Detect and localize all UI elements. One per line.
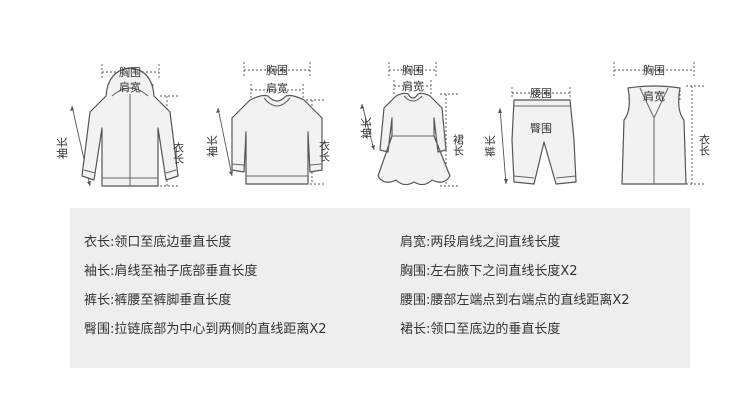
dress-label-length: 裙长 [452, 134, 465, 156]
definition-term: 裙长: [400, 322, 431, 337]
dress-label-shoulder: 肩宽 [402, 79, 424, 93]
definition-desc: 拉链底部为中心到两侧的直线距离X2 [114, 322, 327, 337]
pants-figure: 腰围 臀围 裤长 [483, 87, 577, 185]
definition-row: 裙长:领口至底边的垂直长度 [400, 322, 560, 338]
coat-label-shoulder: 肩宽 [119, 80, 141, 94]
vest-label-shoulder: 肩宽 [643, 89, 665, 103]
pants-label-length: 裤长 [483, 135, 497, 157]
definition-row: 肩宽:两段肩线之间直线长度 [400, 235, 560, 251]
coat-label-chest: 胸围 [119, 65, 141, 79]
definition-desc: 领口至底边的垂直长度 [430, 322, 561, 337]
sweater-label-chest: 胸围 [266, 63, 288, 77]
definition-desc: 裤腰至裤脚垂直长度 [114, 293, 232, 308]
vest-figure: 胸围 肩宽 衣长 [613, 62, 711, 185]
sweater-label-length: 衣长 [318, 139, 331, 162]
dress-label-sleeve: 袖长 [359, 117, 373, 139]
definition-row: 袖长:肩线至袖子底部垂直长度 [84, 264, 257, 280]
sweater-label-sleeve: 袖长 [205, 135, 219, 157]
dress-label-chest: 胸围 [402, 63, 424, 77]
sweater-figure: 胸围 肩宽 袖长 衣长 [205, 62, 331, 185]
definition-row: 腰围:腰部左端点到右端点的直线距离X2 [400, 293, 630, 309]
definition-term: 臀围: [84, 322, 115, 337]
garment-measurement-diagram: 胸围 肩宽 袖长 衣长 胸围 肩宽 袖长 衣长 [55, 62, 711, 187]
definition-term: 肩宽: [400, 235, 431, 250]
vest-label-chest: 胸围 [643, 63, 665, 77]
coat-label-length: 衣长 [172, 141, 185, 164]
definition-term: 衣长: [84, 235, 115, 250]
definition-row: 臀围:拉链底部为中心到两侧的直线距离X2 [84, 322, 327, 338]
pants-label-hip: 臀围 [530, 122, 552, 135]
definition-term: 胸围: [400, 264, 431, 279]
definition-term: 腰围: [400, 293, 431, 308]
definition-row: 裤长:裤腰至裤脚垂直长度 [84, 293, 231, 309]
coat-label-sleeve: 袖长 [55, 137, 69, 159]
vest-label-length: 衣长 [698, 133, 711, 156]
definition-term: 袖长: [84, 264, 115, 279]
measurement-definitions-panel: 衣长:领口至底边垂直长度 袖长:肩线至袖子底部垂直长度 裤长:裤腰至裤脚垂直长度… [70, 208, 690, 368]
definition-term: 裤长: [84, 293, 115, 308]
definition-desc: 肩线至袖子底部垂直长度 [114, 264, 258, 279]
definition-desc: 领口至底边垂直长度 [114, 235, 232, 250]
coat-figure: 胸围 肩宽 袖长 衣长 [55, 64, 185, 187]
sweater-label-shoulder: 肩宽 [266, 81, 288, 95]
pants-label-waist: 腰围 [530, 87, 552, 100]
dress-figure: 胸围 肩宽 袖长 裙长 [359, 62, 465, 187]
definition-desc: 两段肩线之间直线长度 [430, 235, 561, 250]
definition-row: 胸围:左右腋下之间直线长度X2 [400, 264, 578, 280]
definition-desc: 腰部左端点到右端点的直线距离X2 [430, 293, 630, 308]
definition-desc: 左右腋下之间直线长度X2 [430, 264, 578, 279]
definition-row: 衣长:领口至底边垂直长度 [84, 235, 231, 251]
